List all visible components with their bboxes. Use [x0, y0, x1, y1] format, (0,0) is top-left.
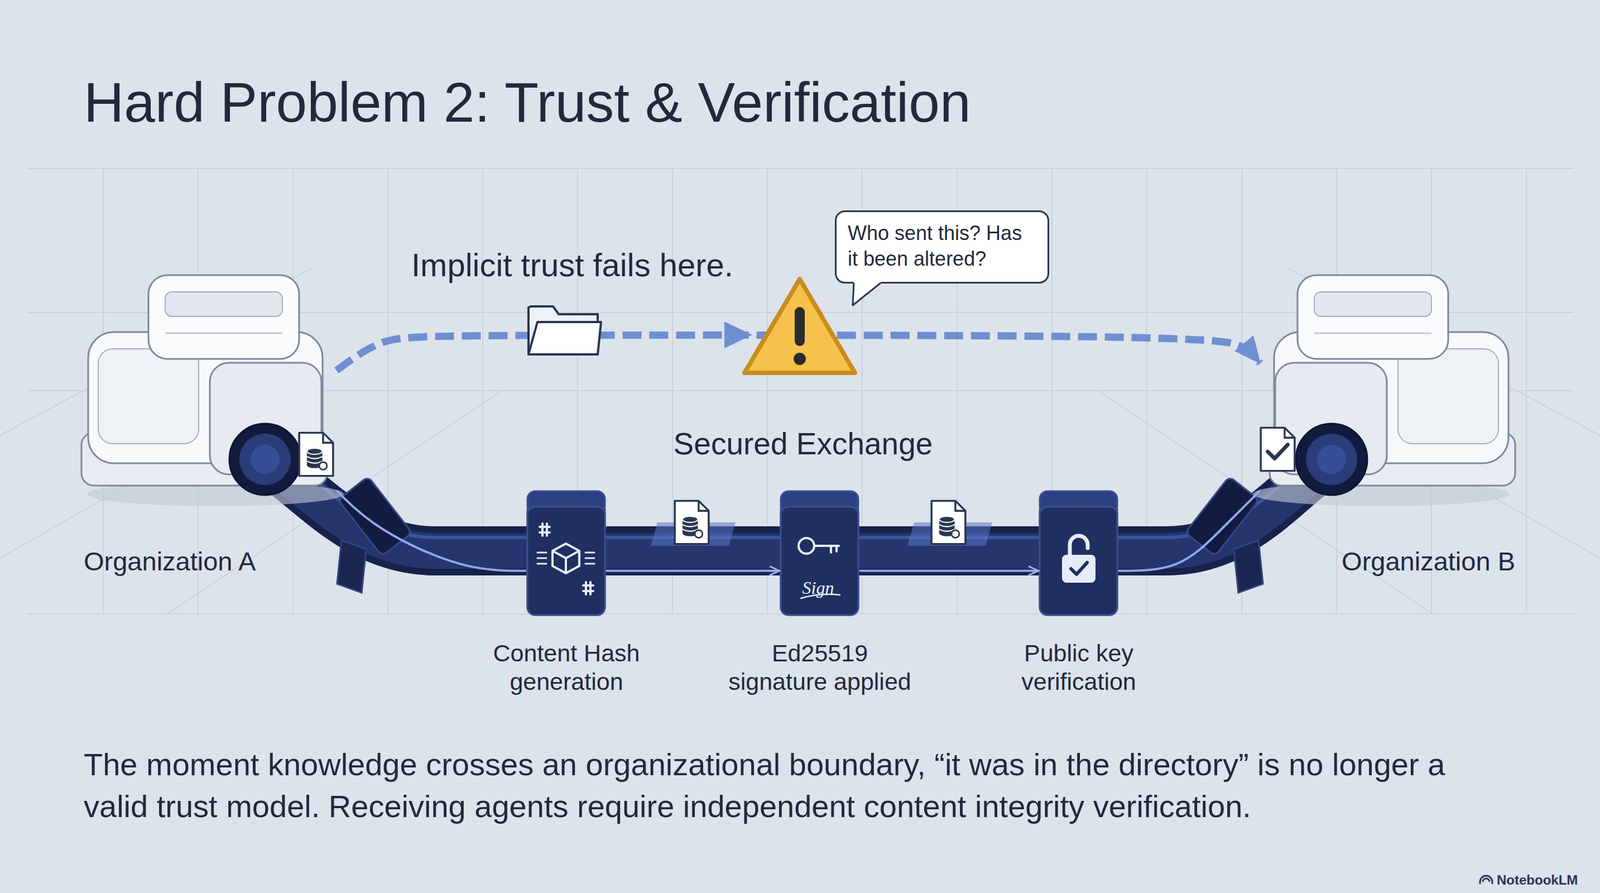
block-face [527, 506, 605, 615]
data-lines [537, 552, 595, 564]
server-top [148, 275, 300, 359]
step-label: Public key verification [982, 638, 1176, 696]
hash-icon [537, 523, 595, 595]
folder-icon [528, 306, 602, 355]
caption: The moment knowledge crosses an organiza… [83, 743, 1513, 828]
pipe-collar [338, 476, 412, 557]
diagram-title: Hard Problem 2: Trust & Verification [83, 68, 972, 136]
verified-document-icon [1260, 427, 1295, 471]
organization-label: Organization B [1341, 545, 1516, 578]
document-icon [674, 500, 709, 544]
watermark: NotebookLM [1496, 872, 1578, 889]
hash-symbol [583, 582, 594, 595]
lock-icon [1063, 535, 1095, 582]
block-body [1039, 502, 1118, 615]
block-drawing [526, 489, 607, 617]
arrow-head [724, 321, 753, 349]
server-drawing [1252, 275, 1516, 507]
server-slot [1314, 291, 1432, 317]
exclamation-mark [794, 306, 805, 347]
lock-body [1063, 555, 1095, 582]
block-body [527, 502, 605, 615]
step-label: Content Hash generation [470, 638, 663, 696]
flow-line [336, 490, 527, 571]
pipe-collar [1185, 476, 1260, 557]
flow-line [859, 569, 1039, 573]
hash-symbol [539, 523, 550, 536]
folder-front [528, 322, 602, 355]
organization-server: Organization B [1260, 265, 1516, 511]
document-icon [299, 432, 334, 476]
process-block: Content Hash generation [526, 489, 607, 617]
server-drawing [1260, 265, 1516, 511]
flow-line [606, 569, 780, 573]
pipe-foot [337, 540, 367, 593]
bubble-tail [852, 280, 883, 306]
server-panel [1397, 348, 1499, 444]
pipe-port [1317, 444, 1347, 474]
block-body [780, 502, 859, 615]
lock-shackle [1069, 535, 1088, 556]
document-icon [931, 500, 966, 544]
warning-triangle [744, 279, 855, 373]
server-line [165, 332, 283, 335]
block-drawing [1038, 489, 1119, 617]
block-face [780, 506, 859, 615]
key-icon [798, 537, 815, 554]
pipe-foot [1233, 540, 1263, 593]
server-panel [98, 348, 199, 444]
pipe-port [1295, 423, 1368, 496]
pipe-port [250, 444, 280, 474]
bubble-text: Who sent this? Has it been altered? [847, 220, 1037, 272]
warning-triangle [744, 279, 855, 373]
edge-label: Implicit trust fails here. [411, 245, 734, 285]
flow-line [1118, 490, 1261, 571]
organization-label: Organization A [83, 545, 256, 578]
bubble-tail [852, 282, 881, 306]
signature-text: Sign [802, 577, 835, 599]
key-icon [814, 545, 839, 553]
server-slot [165, 291, 283, 317]
block-face [1039, 506, 1118, 615]
watermark-logo [1480, 875, 1493, 884]
server-drawing [81, 275, 344, 507]
pipe-port [229, 423, 301, 496]
pipe-port [239, 433, 291, 485]
pipe-collar [1185, 476, 1260, 557]
process-block: Public key verification [1038, 489, 1119, 617]
speech-bubble: Who sent this? Has it been altered? [834, 210, 1050, 284]
step-label: Ed25519 signature applied [723, 638, 917, 696]
check-mark [1070, 562, 1088, 575]
server-line [1314, 332, 1432, 335]
pipe-collar [338, 476, 412, 557]
pipe-port [1305, 433, 1358, 485]
section-label: Secured Exchange [673, 425, 934, 463]
exclamation-mark [793, 352, 806, 365]
sign-icon [798, 537, 840, 599]
cube-icon [552, 543, 580, 574]
server-top [1297, 275, 1449, 359]
